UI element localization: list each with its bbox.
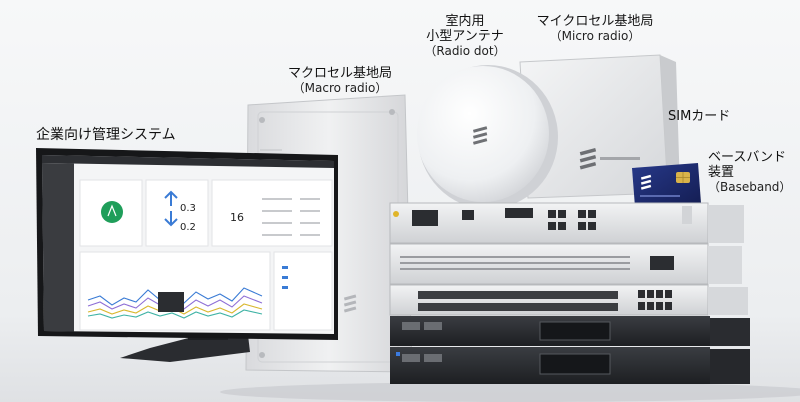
radio-dot-unit: [417, 65, 558, 209]
label-baseband: ベースバンド 装置 （Baseband）: [708, 150, 791, 195]
label-macro-jp: マクロセル基地局: [287, 66, 392, 81]
label-micro-en: （Micro radio）: [549, 29, 641, 43]
label-management-system: 企業向け管理システム: [36, 127, 176, 143]
rack-unit-5: [390, 347, 750, 384]
ericsson-logo-icon: [343, 294, 357, 313]
sim-card: [632, 163, 701, 207]
stat-count: 16: [230, 211, 244, 224]
stat-down: 0.2: [180, 222, 196, 233]
label-dot-jp-1: 室内用: [445, 14, 485, 29]
label-baseband-jp-2: 装置: [708, 165, 735, 180]
label-baseband-en: （Baseband）: [708, 180, 792, 194]
label-baseband-jp-1: ベースバンド: [708, 150, 787, 165]
label-micro-jp: マイクロセル基地局: [536, 14, 654, 29]
label-dot-en: （Radio dot）: [424, 44, 506, 58]
stat-up: 0.3: [180, 203, 196, 214]
rack-unit-1: [389, 202, 744, 244]
label-dot-jp-2: 小型アンテナ: [426, 29, 504, 44]
label-macro-en: （Macro radio）: [292, 81, 388, 95]
rack-unit-4: [390, 316, 750, 346]
label-radio-dot: 室内用 小型アンテナ （Radio dot）: [410, 14, 520, 59]
baseband-rack-stack: [389, 202, 750, 384]
label-micro-radio: マイクロセル基地局 （Micro radio）: [530, 14, 660, 44]
management-monitor: 0.3 0.2 16: [36, 148, 338, 362]
arrow-down-icon: [164, 211, 178, 227]
floor-shadow: [220, 382, 800, 402]
antenna-icon: [101, 201, 123, 223]
ericsson-logo-icon: [640, 174, 652, 190]
label-macro-radio: マクロセル基地局 （Macro radio）: [280, 66, 400, 96]
micro-radio-unit: [519, 54, 680, 199]
arrow-up-icon: [164, 190, 178, 206]
rack-unit-3: [389, 284, 748, 316]
rack-unit-2: [389, 243, 742, 285]
ericsson-logo-icon: [579, 147, 597, 170]
label-sim-card: SIMカード: [668, 109, 731, 124]
ericsson-logo-icon: [472, 126, 488, 145]
